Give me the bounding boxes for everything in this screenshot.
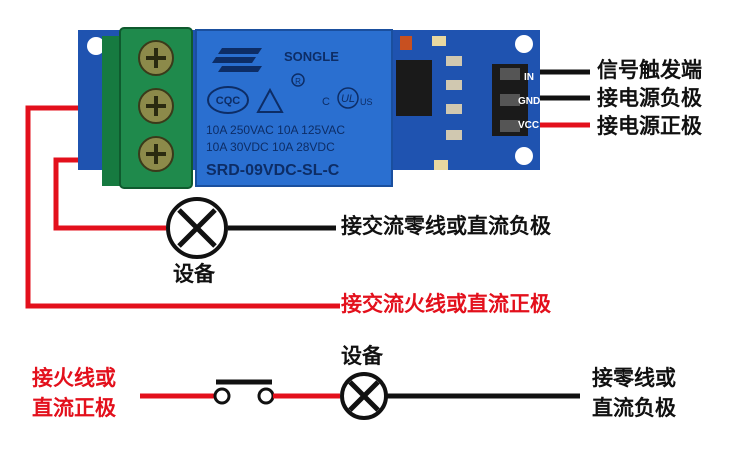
label-power-negative: 接电源负极: [597, 86, 702, 110]
registered-mark-icon: [291, 73, 305, 87]
label-signal-trigger: 信号触发端: [597, 58, 702, 82]
device-lamp-lower-icon: [340, 372, 388, 420]
label-live-or-dc-positive-line1: 接火线或: [32, 366, 116, 390]
resistor-component: [446, 80, 462, 90]
svg-text:UL: UL: [341, 93, 355, 105]
us-mark-text: US: [360, 97, 373, 107]
pin-label-vcc: VCC: [518, 120, 539, 131]
screw-icon: [138, 136, 174, 172]
label-device-upper: 设备: [173, 262, 215, 286]
songle-logo-icon: [212, 48, 262, 72]
mount-hole: [515, 147, 533, 165]
label-neutral-or-dc-negative-line2: 直流负极: [592, 396, 676, 420]
relay-body: SONGLE CQC R C UL US 10A 250VAC 10A 125V…: [195, 29, 393, 187]
diode-component: [400, 36, 412, 50]
mount-hole: [515, 35, 533, 53]
relay-brand: SONGLE: [284, 49, 339, 64]
registered-mark-text: R: [295, 77, 301, 86]
live-wire-upper: [25, 105, 340, 309]
warning-triangle-icon: [256, 87, 284, 113]
relay-module: SONGLE CQC R C UL US 10A 250VAC 10A 125V…: [78, 27, 540, 189]
relay-rating-line1: 10A 250VAC 10A 125VAC: [206, 123, 345, 137]
header-pins: [492, 64, 528, 136]
c-mark-text: C: [322, 96, 330, 108]
terminal-block: [102, 27, 193, 189]
label-ac-live-or-dc-positive: 接交流火线或直流正极: [341, 292, 551, 316]
lower-circuit: [140, 372, 580, 420]
screw-icon: [138, 40, 174, 76]
pin-label-in: IN: [524, 72, 534, 83]
screw-icon: [138, 88, 174, 124]
relay-rating-line2: 10A 30VDC 10A 28VDC: [206, 140, 335, 154]
device-lamp-icon: [166, 197, 228, 259]
label-ac-neutral-or-dc-negative: 接交流零线或直流负极: [341, 214, 551, 238]
label-neutral-or-dc-negative-line1: 接零线或: [592, 366, 676, 390]
label-power-positive: 接电源正极: [597, 114, 702, 138]
mount-hole: [87, 37, 105, 55]
switch-icon: [213, 379, 275, 405]
led-component: [434, 160, 448, 170]
resistor-component: [446, 56, 462, 66]
led-component: [432, 36, 446, 46]
transistor-chip: [396, 60, 432, 116]
resistor-component: [446, 104, 462, 114]
cqc-mark-text: CQC: [216, 95, 241, 107]
pin-label-gnd: GND: [518, 96, 540, 107]
cqc-mark-icon: CQC: [207, 86, 249, 114]
resistor-component: [446, 130, 462, 140]
ul-mark-icon: UL: [337, 87, 359, 109]
label-device-lower: 设备: [341, 344, 383, 368]
label-live-or-dc-positive-line2: 直流正极: [32, 396, 116, 420]
relay-model: SRD-09VDC-SL-C: [206, 162, 340, 179]
